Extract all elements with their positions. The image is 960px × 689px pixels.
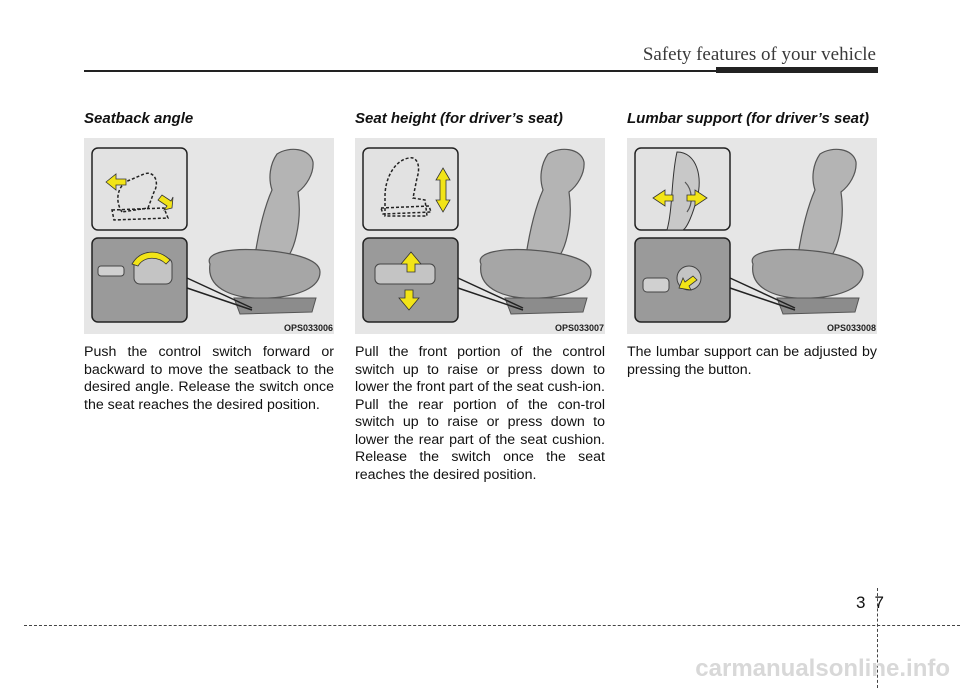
arrow-left-icon	[652, 189, 674, 207]
header-rule-bar	[716, 67, 878, 73]
section-body: Push the control switch forward or backw…	[84, 344, 334, 413]
arrow-down-icon	[398, 289, 420, 311]
section-heading: Lumbar support (for driver’s seat)	[627, 110, 869, 127]
seat-backrest-illustration	[253, 148, 314, 265]
seatback-angle-figure: OPS033006	[84, 138, 334, 334]
section-heading: Seatback angle	[84, 110, 194, 127]
section-seatback-angle: Seatback angle OPS033006 Push the contro…	[84, 110, 334, 414]
section-seat-height: Seat height (for driver’s seat) OPS03300…	[355, 110, 605, 484]
rotate-arrow-icon	[131, 251, 171, 267]
seat-cushion-illustration	[208, 248, 321, 299]
seat-cushion-illustration	[751, 248, 864, 299]
page-number: 37	[856, 593, 893, 612]
arrow-right-icon	[686, 189, 708, 207]
arrow-forward-icon	[157, 194, 174, 211]
section-heading: Seat height (for driver’s seat)	[355, 110, 563, 127]
footer-divider	[877, 588, 878, 688]
lumbar-button-arrows-icon	[678, 275, 698, 291]
arrow-up-icon	[400, 251, 422, 273]
section-body: The lumbar support can be adjusted by pr…	[627, 344, 877, 378]
seat-backrest-illustration	[524, 148, 585, 265]
arrow-backward-icon	[105, 173, 127, 191]
lumbar-support-figure: OPS033008	[627, 138, 877, 334]
inset-seat-outline	[91, 147, 188, 231]
figure-code: OPS033008	[826, 323, 876, 333]
footer-rule	[24, 625, 960, 626]
header-rule	[84, 70, 716, 72]
arrow-up-down-icon	[435, 167, 451, 213]
section-lumbar-support: Lumbar support (for driver’s seat) OPS03…	[627, 110, 877, 379]
inset-seat-outline	[362, 147, 459, 231]
seat-cushion-illustration	[479, 248, 592, 299]
seat-backrest-illustration	[796, 148, 857, 265]
watermark: carmanualsonline.info	[695, 655, 950, 682]
seat-height-figure: OPS033007	[355, 138, 605, 334]
page-header-title: Safety features of your vehicle	[642, 44, 876, 65]
section-body: Pull the front portion of the control sw…	[355, 344, 605, 483]
figure-code: OPS033007	[554, 323, 604, 333]
figure-code: OPS033006	[283, 323, 333, 333]
